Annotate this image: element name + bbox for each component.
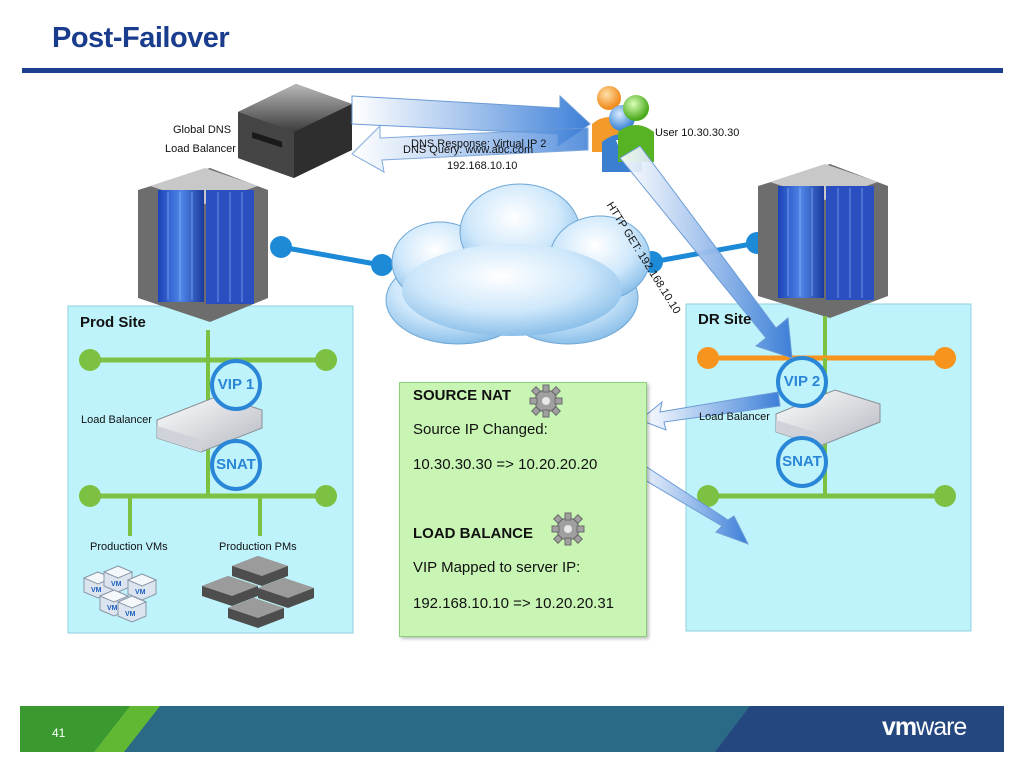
lb-forward-arrow — [627, 459, 750, 545]
prod-building-icon — [138, 168, 268, 322]
production-vms-label: Production VMs — [90, 541, 168, 553]
dr-snat-circle — [776, 436, 828, 488]
dns-response-label: DNS Response: Virtual IP 2 — [411, 138, 547, 150]
vm-icon — [82, 565, 158, 623]
logo-prefix: vm — [882, 713, 917, 741]
user-label: User 10.30.30.30 — [655, 127, 740, 139]
dns-response-arrow — [351, 124, 589, 173]
dr-vip-circle — [776, 356, 828, 408]
vmware-logo: vmware — [882, 713, 967, 742]
dr-snat-label: SNAT — [782, 453, 822, 470]
prod-site-title: Prod Site — [80, 314, 146, 331]
gear-icon — [529, 384, 563, 418]
dr-lb-label: Load Balancer — [699, 411, 770, 423]
dr-site-panel — [685, 303, 972, 632]
source-nat-line2: 10.30.30.30 => 10.20.20.20 — [413, 456, 598, 473]
prod-snat-circle — [210, 439, 262, 491]
dns-query-label: DNS Query: www.abc.com — [403, 144, 534, 156]
prod-vip-label: VIP 1 — [217, 376, 255, 393]
vm-glyph: VM — [125, 611, 136, 618]
dr-network-lines — [697, 316, 956, 507]
vm-glyph: VM — [135, 589, 146, 596]
http-get-arrow — [619, 145, 793, 359]
production-pms-label: Production PMs — [219, 541, 297, 553]
load-balance-title: LOAD BALANCE — [413, 525, 533, 542]
footer-band — [20, 706, 1004, 752]
global-dns-server-icon — [238, 84, 352, 178]
dr-vip-label: VIP 2 — [783, 373, 821, 390]
snat-forward-arrow — [639, 391, 781, 431]
vm-glyph: VM — [107, 605, 118, 612]
source-nat-title: SOURCE NAT — [413, 387, 512, 404]
prod-snat-label: SNAT — [216, 456, 256, 473]
logo-suffix: ware — [916, 713, 967, 741]
load-balance-line1: VIP Mapped to server IP: — [413, 559, 581, 576]
vm-glyph: VM — [91, 587, 102, 594]
title-rule — [22, 68, 1003, 73]
info-panel: SOURCE NAT Source IP Changed: 10.30.30.3… — [399, 382, 647, 637]
dns-label-line2: Load Balancer — [165, 143, 236, 155]
prod-vip-circle — [210, 359, 262, 411]
dns-label-line1: Global DNS — [173, 124, 232, 136]
dr-site-title: DR Site — [698, 311, 752, 328]
prod-lb-label: Load Balancer — [81, 414, 152, 426]
wan-link-prod — [270, 236, 393, 276]
source-nat-line1: Source IP Changed: — [413, 421, 548, 438]
dns-ip-label: 192.168.10.10 — [447, 160, 518, 172]
page-title: Post-Failover — [52, 22, 230, 54]
vm-glyph: VM — [111, 581, 122, 588]
dr-building-icon — [758, 164, 888, 318]
page-number: 41 — [52, 726, 66, 740]
load-balance-line2: 192.168.10.10 => 10.20.20.31 — [413, 595, 615, 612]
vm-glyph-labels: VM VM VM VM VM — [91, 581, 146, 618]
rack-server-icon — [202, 556, 314, 628]
gear-icon — [551, 512, 585, 546]
cloud-icon — [385, 183, 651, 345]
